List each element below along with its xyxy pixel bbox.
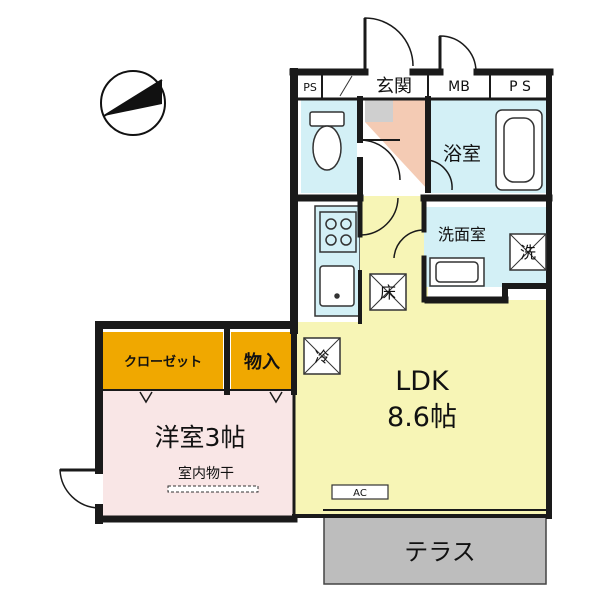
svg-text:洗: 洗 <box>520 243 536 262</box>
ps-right-label: P S <box>509 79 531 95</box>
washbasin-icon <box>429 257 485 287</box>
western-label: 洋室3帖 <box>155 423 246 452</box>
drying-note: 室内物干 <box>178 465 234 482</box>
compass-icon <box>100 70 166 136</box>
entrance-label: 玄関 <box>376 76 412 97</box>
entrance-area <box>365 100 428 190</box>
ldk-room <box>293 272 548 516</box>
ldk-vent-mark: 冷 <box>303 337 341 375</box>
kitchen-sink-icon <box>319 265 355 307</box>
washroom-label: 洗面室 <box>438 225 486 244</box>
toilet-icon <box>309 111 345 171</box>
washing-machine-mark: 洗 <box>509 233 547 271</box>
storage-area <box>231 332 293 390</box>
storage-label: 物入 <box>244 351 280 373</box>
svg-text:床: 床 <box>380 283 396 302</box>
terrace-label: テラス <box>404 538 476 566</box>
floor-mark: 床 <box>369 273 407 311</box>
svg-text:冷: 冷 <box>314 348 329 366</box>
drying-rail <box>167 485 259 493</box>
walls <box>95 68 554 524</box>
doors <box>59 17 477 509</box>
closet-area <box>103 332 223 390</box>
stove-icon <box>319 211 357 253</box>
closet-label: クローゼット <box>124 354 202 370</box>
mb-label: MB <box>448 79 470 95</box>
ldk-size-label: 8.6帖 <box>387 402 457 433</box>
terrace-area <box>323 513 547 585</box>
ldk-label: LDK <box>395 366 450 397</box>
ps-left-label: PS <box>303 81 317 94</box>
bathtub-icon <box>495 109 543 191</box>
ac-unit: AC <box>331 484 389 500</box>
western-room <box>103 390 293 516</box>
bath-label: 浴室 <box>443 143 481 165</box>
svg-text:AC: AC <box>353 488 367 499</box>
